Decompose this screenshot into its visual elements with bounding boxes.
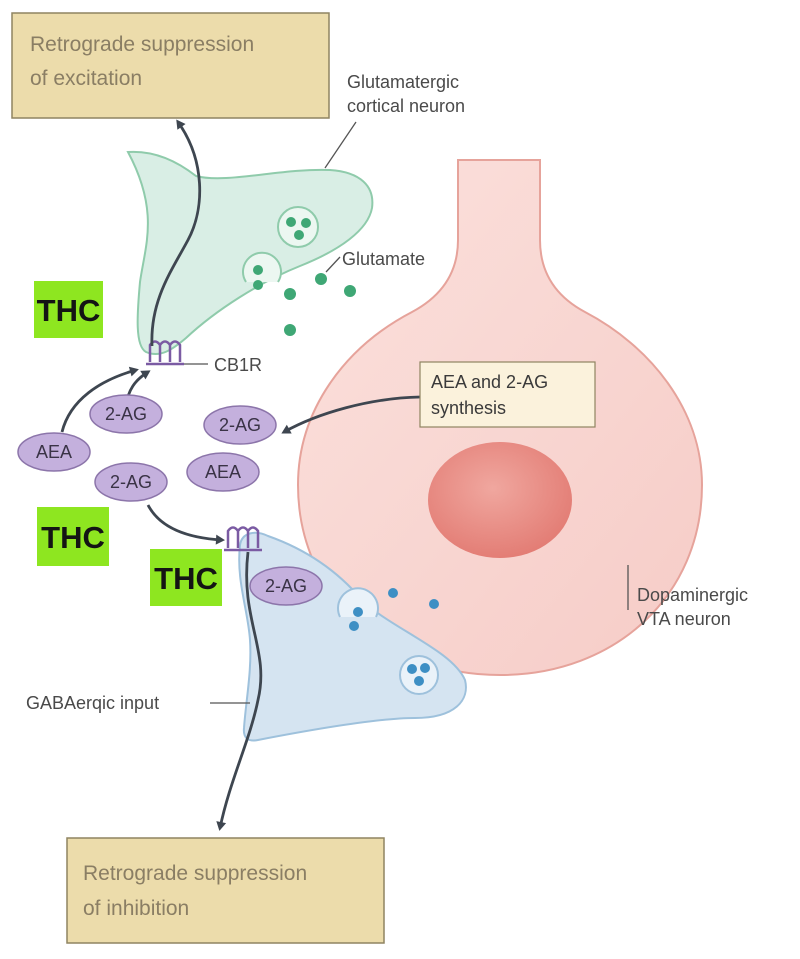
cb1r-label: CB1R xyxy=(214,355,262,375)
excitation-box-line1: Retrograde suppression xyxy=(30,33,254,56)
aea-label: AEA xyxy=(36,442,72,462)
thc-label-middle: THC xyxy=(41,520,105,555)
two-ag-label: 2-AG xyxy=(110,472,152,492)
glutamate-leader-line xyxy=(325,256,341,273)
vta-nucleus xyxy=(428,442,572,558)
gabaergic-label: GABAerqic input xyxy=(26,693,159,713)
synthesis-box-line2: synthesis xyxy=(431,398,506,418)
two-ag-label: 2-AG xyxy=(219,415,261,435)
two-ag-to-lower-cb1r-arrow xyxy=(146,504,225,545)
green-vesicle-a xyxy=(277,206,319,248)
aea-molecule xyxy=(17,432,91,472)
thc-badge-lower xyxy=(150,549,222,606)
excitation-suppression-arrow xyxy=(150,119,202,347)
inhibition-box-line2: of inhibition xyxy=(83,897,189,920)
glutamate-molecule xyxy=(344,285,356,297)
excitation-box-line2: of excitation xyxy=(30,67,142,90)
inhibition-box-line1: Retrograde suppression xyxy=(83,862,307,885)
blue-vesicle-b xyxy=(399,655,439,695)
glutamatergic-leader-line xyxy=(324,121,357,169)
glutamate-label: Glutamate xyxy=(342,249,425,269)
synthesis-arrow xyxy=(281,395,421,434)
cb1r-receptor-upper xyxy=(146,340,184,366)
glutamatergic-terminal xyxy=(126,150,374,356)
glutamatergic-label-line1: Glutamatergic xyxy=(347,72,459,92)
excitation-box xyxy=(11,12,330,119)
two-ag-molecule xyxy=(94,462,168,502)
inhibition-suppression-arrow xyxy=(216,551,263,831)
glutamate-molecule xyxy=(284,288,296,300)
thc-label-lower: THC xyxy=(154,561,218,596)
blue-vesicle-a xyxy=(337,587,379,618)
synthesis-box-line1: AEA and 2-AG xyxy=(431,372,548,392)
two-ag-molecule xyxy=(203,405,277,445)
aea-to-cb1r-arrow xyxy=(60,366,139,433)
inhibition-box xyxy=(66,837,385,944)
thc-badge-middle xyxy=(37,507,109,566)
aea-molecule xyxy=(186,452,260,492)
aea-label: AEA xyxy=(205,462,241,482)
cb1r-receptor-lower xyxy=(224,526,262,552)
thc-badge-upper xyxy=(34,281,103,338)
dopaminergic-label-line2: VTA neuron xyxy=(637,609,731,629)
gaba-molecule xyxy=(388,588,398,598)
glutamate-molecule xyxy=(284,324,296,336)
glutamate-molecule xyxy=(315,273,327,285)
synthesis-box xyxy=(419,361,596,428)
thc-label-upper: THC xyxy=(37,293,101,328)
two-ag-label: 2-AG xyxy=(105,404,147,424)
glutamatergic-label-line2: cortical neuron xyxy=(347,96,465,116)
two-ag-molecule xyxy=(249,566,323,606)
two-ag-label: 2-AG xyxy=(265,576,307,596)
gaba-molecule xyxy=(429,599,439,609)
two-ag-molecule xyxy=(89,394,163,434)
dopaminergic-label-line1: Dopaminergic xyxy=(637,585,748,605)
